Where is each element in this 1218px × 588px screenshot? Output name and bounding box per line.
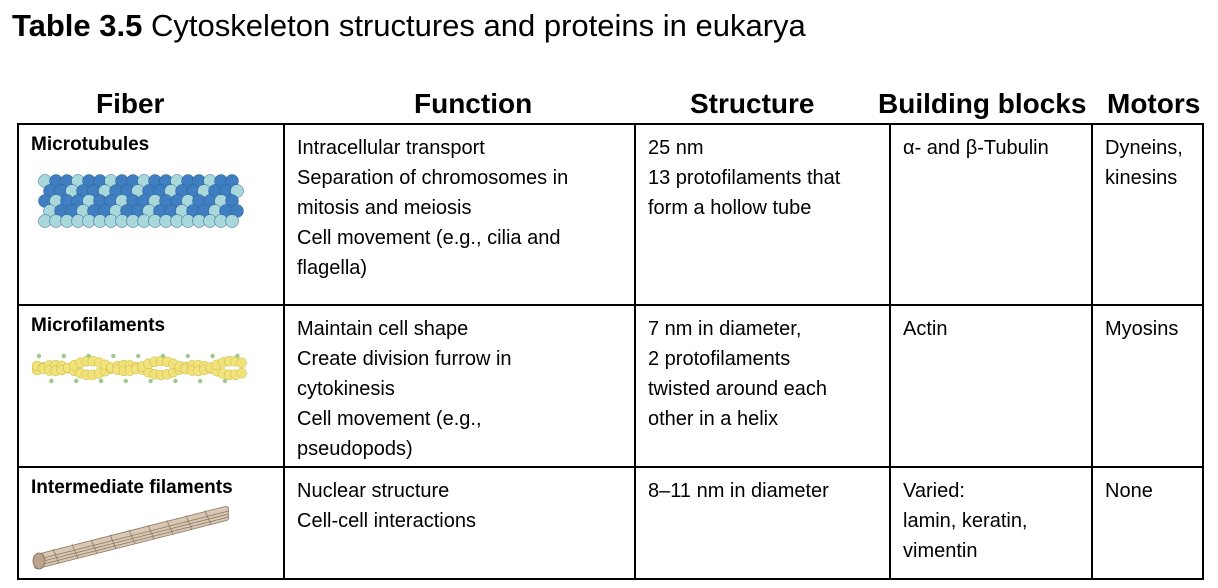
structure-cell: 8–11 nm in diameter: [634, 466, 891, 580]
structure-line: 7 nm in diameter,: [648, 318, 802, 340]
building-blocks-cell: Actin: [889, 304, 1093, 468]
function-line: pseudopods): [297, 438, 413, 460]
structure-cell: 7 nm in diameter, 2 protofilaments twist…: [634, 304, 891, 468]
function-line: Maintain cell shape: [297, 318, 469, 340]
building-blocks-cell: α- and β-Tubulin: [889, 123, 1093, 306]
table-number: Table 3.5: [12, 8, 143, 43]
motors-line: Myosins: [1105, 318, 1179, 340]
structure-line: 25 nm: [648, 137, 704, 159]
motors-line: Dyneins,: [1105, 137, 1183, 159]
function-cell: Maintain cell shape Create division furr…: [283, 304, 636, 468]
blocks-line: vimentin: [903, 540, 978, 562]
fiber-name: Intermediate filaments: [31, 477, 233, 498]
function-line: mitosis and meiosis: [297, 197, 472, 219]
function-line: Cell movement (e.g.,: [297, 408, 482, 430]
function-line: Cell-cell interactions: [297, 510, 476, 532]
structure-line: other in a helix: [648, 408, 779, 430]
function-line: Create division furrow in: [297, 348, 512, 370]
building-blocks-cell: Varied: lamin, keratin, vimentin: [889, 466, 1093, 580]
table-caption: Cytoskeleton structures and proteins in …: [151, 8, 806, 43]
table-title: Table 3.5 Cytoskeleton structures and pr…: [12, 8, 806, 44]
header-structure: Structure: [690, 88, 815, 119]
motors-line: kinesins: [1105, 167, 1178, 189]
blocks-line: α- and β-Tubulin: [903, 137, 1049, 159]
structure-line: 13 protofilaments that: [648, 167, 841, 189]
motors-cell: Myosins: [1091, 304, 1204, 468]
microtubule-illustration: [38, 174, 244, 228]
cytoskeleton-table: Microtubules Intracellular transport Sep…: [17, 123, 1204, 580]
function-line: cytokinesis: [297, 378, 395, 400]
table-row: Microfilaments Maintain cell shape Creat…: [17, 304, 1204, 468]
blocks-line: lamin, keratin,: [903, 510, 1028, 532]
fiber-name: Microfilaments: [31, 315, 166, 336]
table-row: Microtubules Intracellular transport Sep…: [17, 123, 1204, 306]
structure-line: 2 protofilaments: [648, 348, 791, 370]
fiber-name: Microtubules: [31, 134, 150, 155]
function-line: flagella): [297, 257, 368, 279]
intermediate-filament-illustration: [32, 506, 229, 570]
header-function: Function: [414, 88, 533, 119]
fiber-cell: Microfilaments: [17, 304, 285, 468]
function-cell: Intracellular transport Separation of ch…: [283, 123, 636, 306]
header-motors: Motors: [1107, 88, 1201, 119]
structure-cell: 25 nm 13 protofilaments that form a holl…: [634, 123, 891, 306]
function-line: Nuclear structure: [297, 480, 450, 502]
microfilament-illustration: [31, 353, 247, 384]
function-line: Intracellular transport: [297, 137, 485, 159]
structure-line: twisted around each: [648, 378, 828, 400]
function-cell: Nuclear structure Cell-cell interactions: [283, 466, 636, 580]
structure-line: form a hollow tube: [648, 197, 812, 219]
table-row: Intermediate filaments Nuclear structure…: [17, 466, 1204, 580]
fiber-cell: Microtubules: [17, 123, 285, 306]
blocks-line: Varied:: [903, 480, 965, 502]
fiber-cell: Intermediate filaments: [17, 466, 285, 580]
function-line: Separation of chromosomes in: [297, 167, 569, 189]
structure-line: 8–11 nm in diameter: [648, 480, 829, 502]
motors-line: None: [1105, 480, 1153, 502]
motors-cell: Dyneins, kinesins: [1091, 123, 1204, 306]
function-line: Cell movement (e.g., cilia and: [297, 227, 561, 249]
header-fiber: Fiber: [96, 88, 165, 119]
blocks-line: Actin: [903, 318, 948, 340]
motors-cell: None: [1091, 466, 1204, 580]
header-building-blocks: Building blocks: [878, 88, 1087, 119]
